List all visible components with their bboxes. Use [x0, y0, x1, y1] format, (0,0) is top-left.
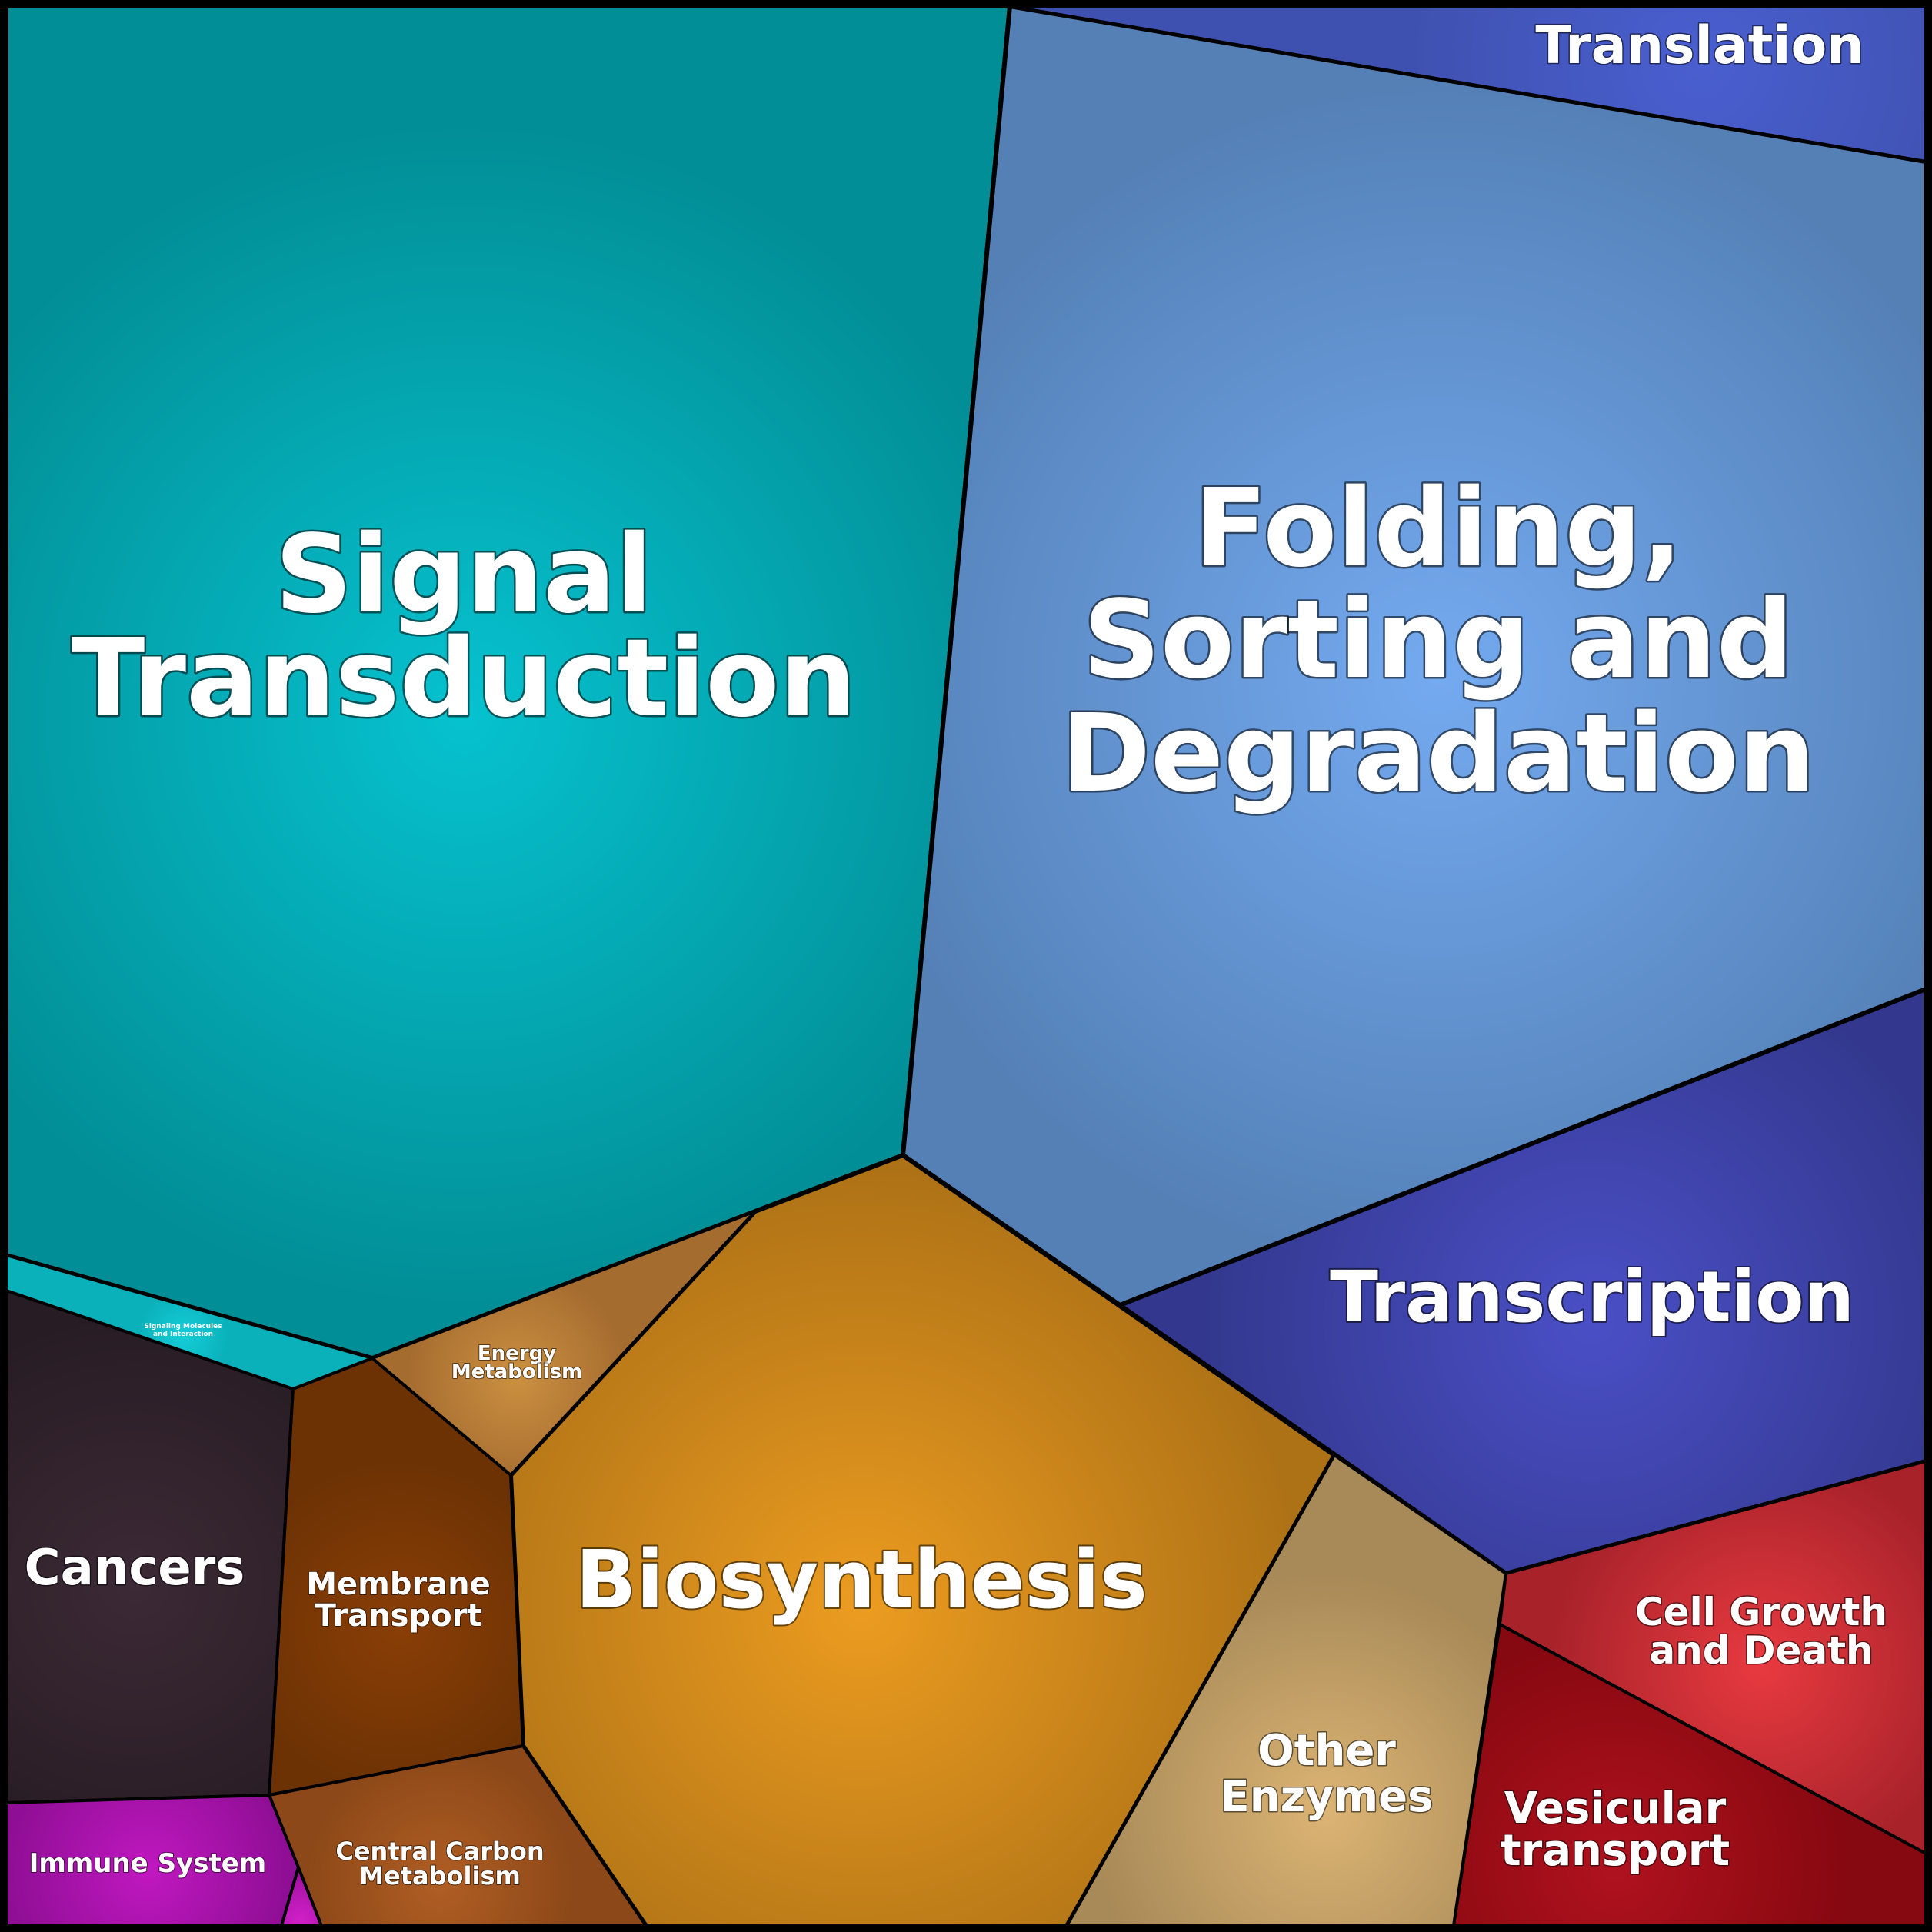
cell-label-line: Other [1257, 1726, 1396, 1776]
cell-label-line: transport [1501, 1826, 1730, 1876]
cell-label-line: Immune System [29, 1848, 266, 1879]
cell-label-line: Transcription [1330, 1256, 1854, 1338]
cell-label-immune-system: Immune System [29, 1848, 266, 1879]
cell-label-line: Cancers [25, 1540, 245, 1597]
cell-label-line: Central Carbon [335, 1837, 544, 1866]
cell-label-line: Energy [478, 1342, 556, 1365]
cell-label-line: and Interaction [153, 1331, 213, 1338]
cell-label-line: Sorting and [1083, 578, 1794, 703]
cell-membrane-transport [268, 1357, 525, 1797]
cell-label-biosynthesis: Biosynthesis [575, 1533, 1148, 1627]
cell-label-line: Cell Growth [1635, 1590, 1887, 1634]
cell-label-transcription: Transcription [1330, 1256, 1854, 1338]
cell-label-line: Translation [1535, 15, 1864, 76]
cells-layer [4, 4, 1928, 1928]
cell-label-line: Metabolism [359, 1861, 521, 1890]
cell-label-line: Vesicular [1504, 1784, 1727, 1834]
cell-label-line: Degradation [1061, 691, 1815, 817]
cell-label-line: Enzymes [1221, 1772, 1434, 1822]
cell-label-line: Signal [275, 512, 652, 638]
cell-label-line: Membrane [306, 1567, 491, 1602]
cell-label-line: Metabolism [451, 1361, 582, 1384]
cell-label-line: Transduction [72, 616, 856, 741]
cell-label-line: Transport [315, 1598, 482, 1634]
cell-label-line: Folding, [1194, 466, 1682, 591]
cell-label-line: Biosynthesis [575, 1533, 1148, 1627]
cell-label-line: Signaling Molecules [144, 1323, 222, 1331]
cell-label-translation: Translation [1535, 15, 1864, 76]
cell-label-line: and Death [1649, 1628, 1873, 1673]
cell-label-cancers: Cancers [25, 1540, 245, 1597]
